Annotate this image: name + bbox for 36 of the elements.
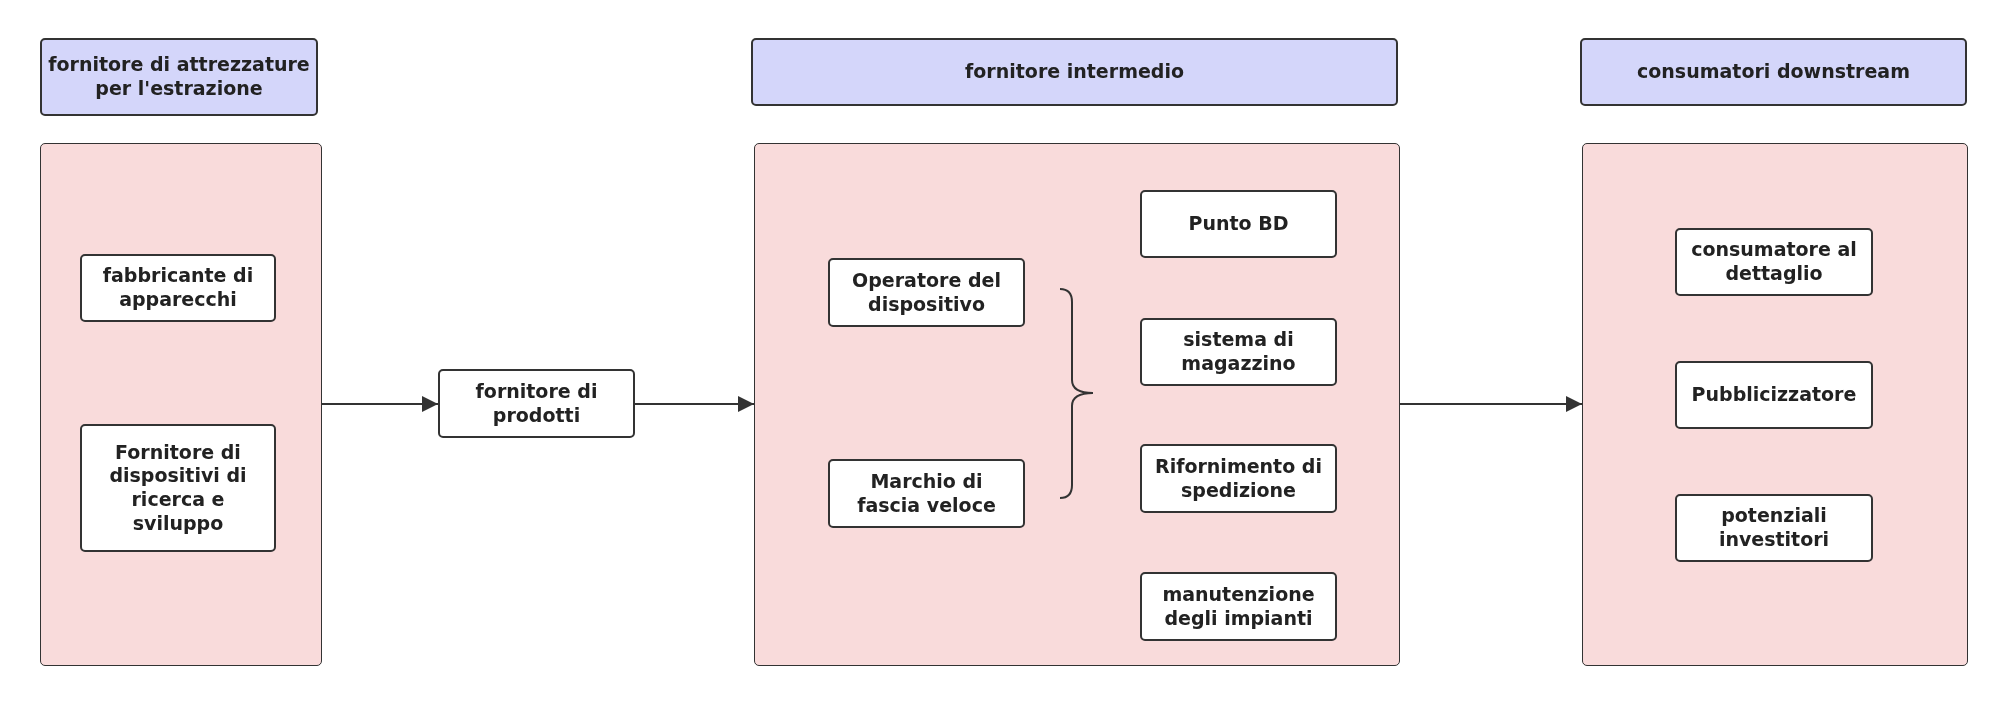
node-label: manutenzione degli impianti xyxy=(1161,582,1316,631)
arrow xyxy=(1399,396,1583,412)
node-label: potenziali investitori xyxy=(1717,504,1831,552)
process-box xyxy=(828,258,1025,327)
node-label: fornitore di prodotti xyxy=(474,379,599,428)
node-label: sistema di magazzino xyxy=(1180,328,1297,376)
process-box xyxy=(1675,361,1873,429)
process-box xyxy=(80,254,276,322)
group-panel xyxy=(1582,143,1968,666)
header-box xyxy=(751,38,1398,106)
node-label: Operatore del dispositivo xyxy=(851,268,1002,317)
group-panel xyxy=(40,143,322,666)
process-box xyxy=(80,424,276,552)
node-label: fornitore di attrezzature per l'estrazione xyxy=(47,53,311,101)
header-box xyxy=(1580,38,1967,106)
node-label: consumatori downstream xyxy=(1636,60,1911,84)
node-label: consumatore al dettaglio xyxy=(1690,238,1858,286)
process-box xyxy=(1675,494,1873,562)
node-label: Fornitore di dispositivi di ricerca e sviluppo xyxy=(108,440,248,536)
node-label: fornitore intermedio xyxy=(964,60,1185,84)
arrow xyxy=(634,396,755,412)
header-box xyxy=(40,38,318,116)
process-box xyxy=(1140,318,1337,386)
node-label: Rifornimento di spedizione xyxy=(1154,454,1323,503)
node-label: Pubblicizzatore xyxy=(1690,383,1858,407)
group-panel xyxy=(754,143,1400,666)
process-box xyxy=(828,459,1025,528)
node-label: Punto BD xyxy=(1187,212,1290,236)
node-label: Marchio di fascia veloce xyxy=(856,469,997,518)
process-box xyxy=(1140,444,1337,513)
process-box xyxy=(1675,228,1873,296)
process-box xyxy=(1140,572,1337,641)
process-box xyxy=(438,369,635,438)
arrow xyxy=(321,396,439,412)
node-label: fabbricante di apparecchi xyxy=(101,264,255,312)
process-box xyxy=(1140,190,1337,258)
